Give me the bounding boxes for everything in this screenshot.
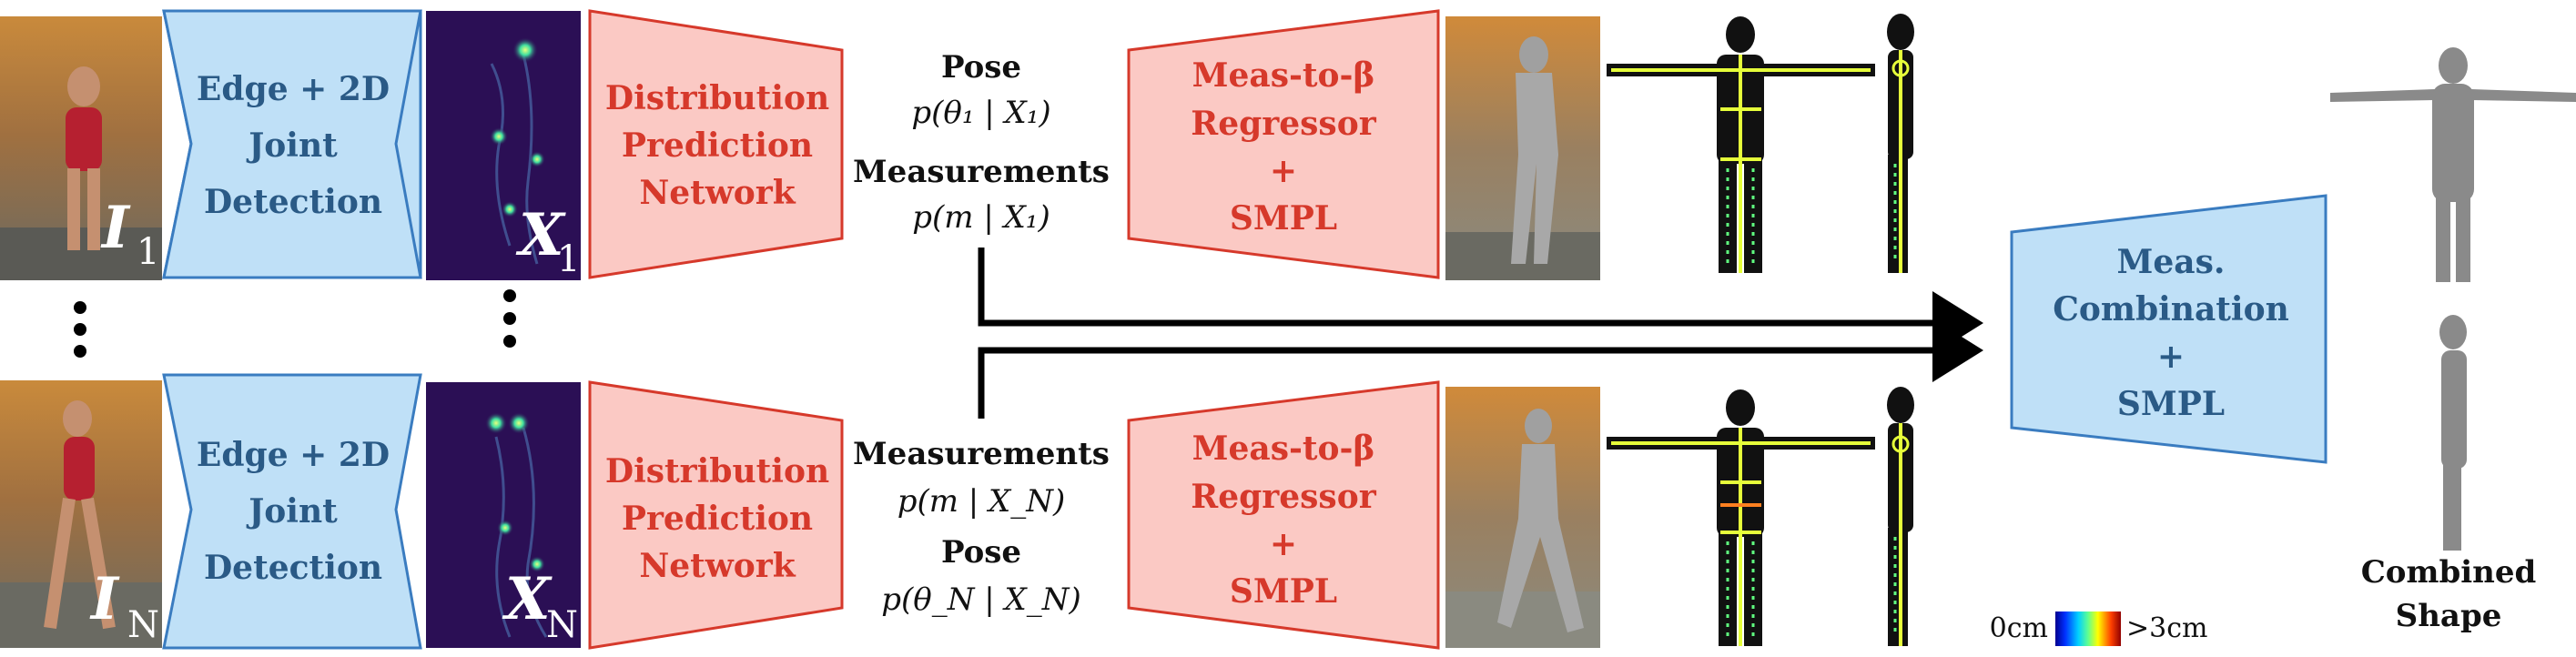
dist-box-N-line1: Distribution: [605, 452, 829, 490]
error-body-side-N: [1887, 387, 1914, 646]
combination-line1: Meas.: [2117, 243, 2226, 281]
image-label-1: I: [100, 194, 131, 262]
error-body-side-1: [1887, 14, 1914, 273]
arrow-top-to-combination: [978, 248, 1983, 355]
combined-shape-front: [2330, 47, 2576, 282]
regressor-box-1: [1127, 9, 1440, 279]
regressor-1-line4: SMPL: [1230, 199, 1337, 238]
regressor-N-line3: +: [1270, 525, 1297, 563]
distribution-network-box-1: [588, 9, 844, 279]
combination-line3: +: [2157, 338, 2185, 376]
top-output-heading-1: Pose: [941, 49, 1021, 86]
regressor-1-line2: Regressor: [1191, 105, 1376, 143]
edge-detection-box-N: [162, 373, 422, 650]
edge-map-N: X N: [426, 382, 581, 648]
vertical-ellipsis-left: [74, 301, 86, 358]
bottom-output-heading-1: Measurements: [853, 436, 1110, 472]
image-sub-N: N: [127, 604, 159, 646]
top-output-heading-2: Measurements: [853, 154, 1110, 190]
vertical-ellipsis-middle: [503, 289, 516, 348]
image-sub-1: 1: [137, 231, 159, 273]
edge-map-sub-N: N: [546, 604, 578, 646]
error-body-front-N: [1607, 389, 1875, 646]
edge-box-1-line2: Joint: [246, 126, 338, 165]
overlay-image-N: [1445, 387, 1600, 648]
error-body-front-1: [1607, 16, 1875, 273]
error-colorbar: 0cm >3cm: [1990, 612, 2207, 646]
combined-shape-side: [2439, 315, 2467, 551]
regressor-box-N: [1127, 380, 1440, 650]
input-image-1: I 1: [0, 16, 162, 280]
regressor-N-line2: Regressor: [1191, 478, 1376, 516]
input-image-N: I N: [0, 380, 162, 648]
edge-map-1: X 1: [426, 11, 581, 280]
top-output-formula-2: p(m | X₁): [912, 199, 1050, 236]
distribution-network-box-N: [588, 380, 844, 650]
colorbar-min-label: 0cm: [1990, 612, 2048, 644]
combination-box: [2010, 194, 2328, 464]
combined-shape-label-line2: Shape: [2396, 598, 2502, 634]
top-output-formula-1: p(θ₁ | X₁): [911, 95, 1050, 131]
colorbar-max-label: >3cm: [2126, 612, 2207, 644]
regressor-N-line1: Meas-to-β: [1192, 430, 1375, 468]
regressor-N-line4: SMPL: [1230, 572, 1337, 611]
image-label-N: I: [89, 565, 120, 633]
edge-box-1-line3: Detection: [204, 183, 382, 221]
edge-box-N-line3: Detection: [204, 549, 382, 587]
overlay-image-1: [1445, 16, 1600, 280]
regressor-1-line3: +: [1270, 152, 1297, 190]
bottom-output-formula-1: p(m | X_N): [898, 483, 1066, 520]
combined-shape-label-line1: Combined: [2361, 554, 2537, 591]
combination-line4: SMPL: [2117, 385, 2225, 423]
bottom-output-formula-2: p(θ_N | X_N): [881, 581, 1081, 618]
bottom-output-heading-2: Pose: [941, 534, 1021, 571]
edge-box-N-line2: Joint: [246, 492, 338, 531]
arrow-bottom-to-combination: [978, 318, 1983, 419]
dist-box-1-line1: Distribution: [605, 79, 829, 117]
edge-map-label-N: X: [502, 565, 553, 633]
dist-box-N-line3: Network: [639, 547, 796, 585]
dist-box-1-line2: Prediction: [622, 126, 813, 165]
edge-box-N-line1: Edge + 2D: [197, 436, 390, 474]
combination-line2: Combination: [2053, 290, 2289, 328]
edge-map-sub-1: 1: [557, 238, 580, 280]
regressor-1-line1: Meas-to-β: [1192, 56, 1375, 95]
edge-box-1-line1: Edge + 2D: [197, 70, 390, 108]
dist-box-N-line2: Prediction: [622, 500, 813, 538]
edge-map-label-1: X: [515, 201, 566, 269]
dist-box-1-line3: Network: [639, 174, 796, 212]
